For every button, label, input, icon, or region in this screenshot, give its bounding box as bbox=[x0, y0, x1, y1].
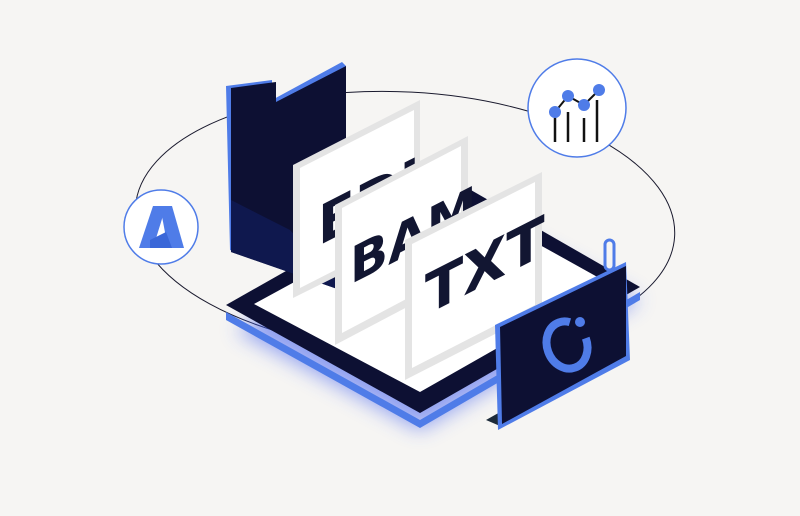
line-bar-chart-icon bbox=[549, 84, 605, 142]
chart-badge bbox=[527, 58, 627, 158]
card-bam: BAM bbox=[335, 136, 477, 345]
azure-badge bbox=[123, 189, 199, 265]
paperclip-icon bbox=[603, 238, 616, 272]
ring-logo-icon bbox=[542, 317, 592, 373]
azure-logo-icon bbox=[139, 206, 184, 248]
laptop bbox=[486, 238, 630, 430]
card-txt: TXT bbox=[405, 172, 545, 380]
